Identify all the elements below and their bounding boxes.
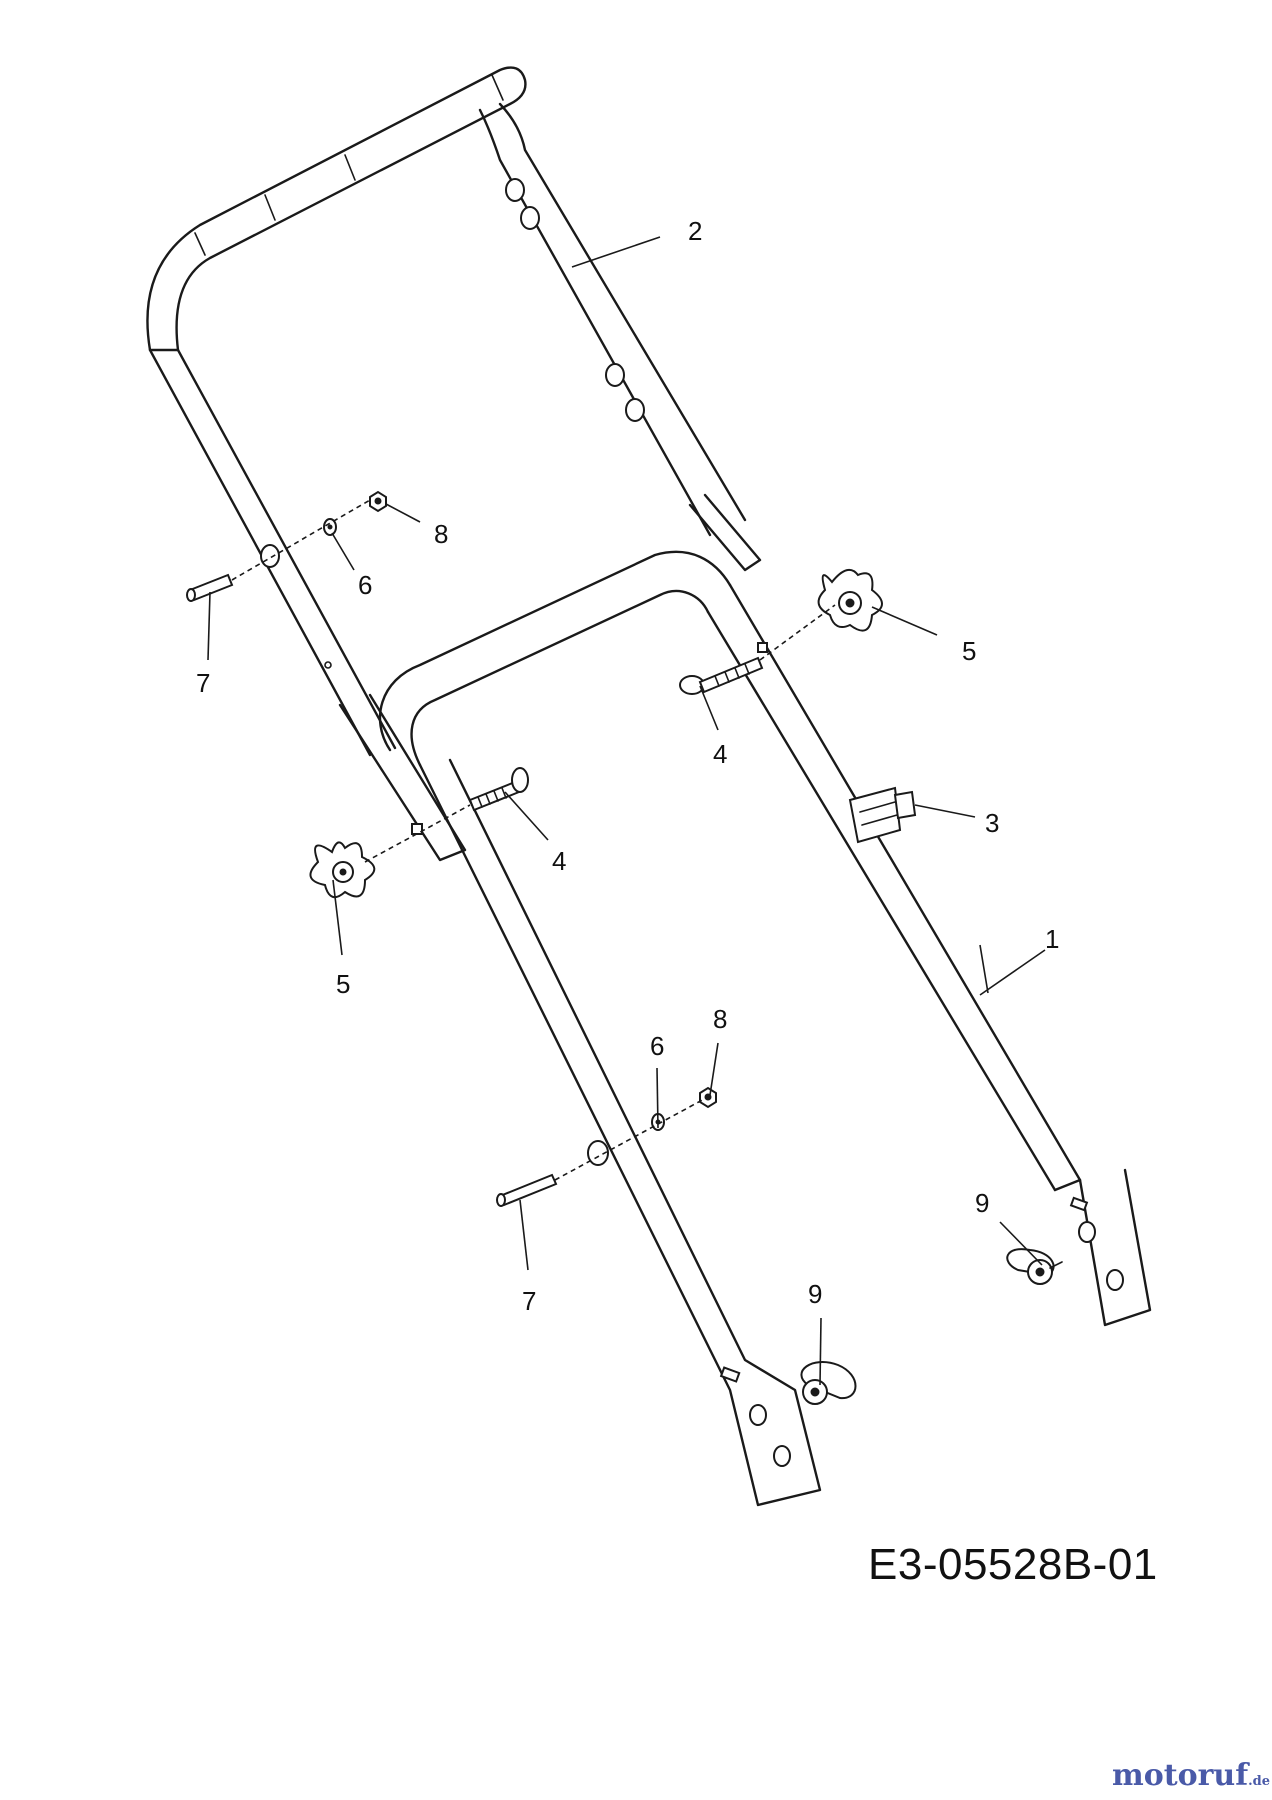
callout-6a: 6: [358, 570, 372, 600]
callout-4b: 4: [713, 739, 727, 769]
upper-handle-part-2: [146, 66, 762, 862]
callout-labels: 1 2 3 4 4 5 5 6 6 7 7 8 8 9 9: [196, 216, 1059, 1316]
callout-9a: 9: [975, 1188, 989, 1218]
callout-2: 2: [688, 216, 702, 246]
callout-4a: 4: [552, 846, 566, 876]
cable-clip-part-3: [848, 786, 917, 844]
washer-6a: [323, 518, 337, 536]
callout-5b: 5: [962, 636, 976, 666]
callout-5a: 5: [336, 969, 350, 999]
carriage-bolt-4a: [468, 767, 529, 812]
watermark-logo: motoruf.de: [1112, 1758, 1270, 1793]
callout-1: 1: [1045, 924, 1059, 954]
callout-7b: 7: [522, 1286, 536, 1316]
callout-8a: 8: [434, 519, 448, 549]
callout-3: 3: [985, 808, 999, 838]
drawing-code: E3-05528B-01: [868, 1540, 1158, 1589]
callout-7a: 7: [196, 668, 210, 698]
star-knob-5a: [309, 841, 376, 899]
callout-9b: 9: [808, 1279, 822, 1309]
quick-release-pin-9a: [1006, 1248, 1063, 1285]
carriage-bolt-4b: [679, 656, 764, 695]
assembly-lines: [231, 499, 836, 1181]
watermark-tld: .de: [1248, 1774, 1271, 1789]
watermark-brand: motoruf: [1112, 1758, 1249, 1793]
leader-lines: [207, 236, 1046, 1386]
callout-8b: 8: [713, 1004, 727, 1034]
callout-6b: 6: [650, 1031, 664, 1061]
nut-8a: [369, 490, 387, 513]
nut-8b: [699, 1086, 717, 1109]
bolt-7a: [186, 573, 234, 602]
lower-handle-part-1: [378, 550, 1152, 1507]
star-knob-5b: [817, 568, 883, 632]
bolt-7b: [496, 1173, 558, 1207]
quick-release-pin-9b: [800, 1360, 857, 1405]
